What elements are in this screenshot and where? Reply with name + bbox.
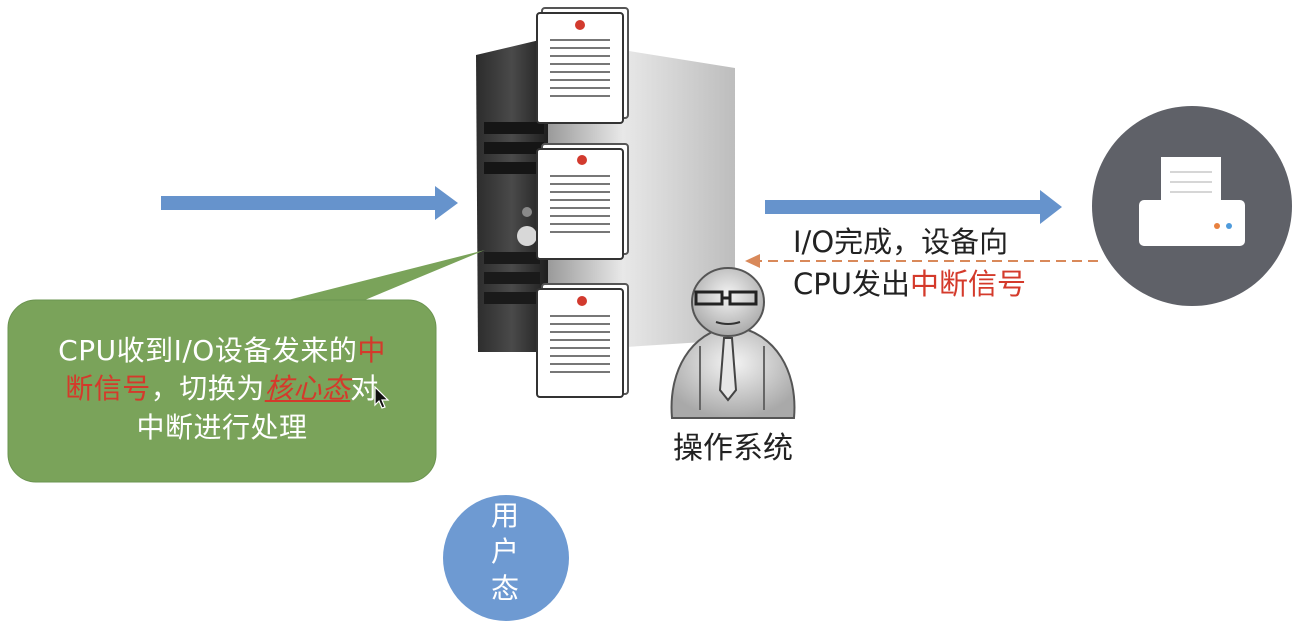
kernel-mode-term: 核心态 bbox=[264, 372, 351, 406]
callout-line1-red: 中 bbox=[357, 334, 386, 367]
mouse-cursor-icon bbox=[374, 386, 390, 409]
io-message-line2: CPU发出中断信号 bbox=[793, 263, 1093, 305]
io-message-line2-text: CPU发出 bbox=[793, 267, 910, 302]
printer-icon bbox=[1092, 106, 1292, 306]
os-label: 操作系统 bbox=[673, 431, 793, 466]
io-message-line1: I/O完成，设备向 bbox=[793, 225, 1009, 259]
callout-line1-text: CPU收到I/O设备发来的 bbox=[58, 334, 358, 367]
person-icon bbox=[670, 267, 796, 419]
callout-line2-red: 断信号 bbox=[65, 372, 151, 406]
callout-line3-text: 中断进行处理 bbox=[136, 410, 308, 444]
callout-bubble bbox=[7, 250, 485, 483]
interrupt-signal-arrow bbox=[745, 254, 1098, 268]
callout-line2-text: ，切换为 bbox=[150, 372, 265, 406]
user-state-circle bbox=[443, 495, 569, 621]
document-icon bbox=[536, 7, 629, 124]
io-message: I/O完成，设备向 CPU发出中断信号 bbox=[793, 221, 1093, 305]
document-icon bbox=[536, 283, 629, 398]
outgoing-arrow bbox=[765, 190, 1062, 224]
user-state-label: 用户态 bbox=[490, 499, 519, 605]
callout-line2-tail: 对 bbox=[350, 372, 379, 406]
incoming-arrow bbox=[161, 186, 458, 220]
document-icon bbox=[536, 143, 629, 260]
interrupt-signal-label: 中断信号 bbox=[909, 267, 1026, 302]
callout-text: CPU收到I/O设备发来的中 断信号，切换为核心态对 中断进行处理 bbox=[16, 332, 428, 447]
